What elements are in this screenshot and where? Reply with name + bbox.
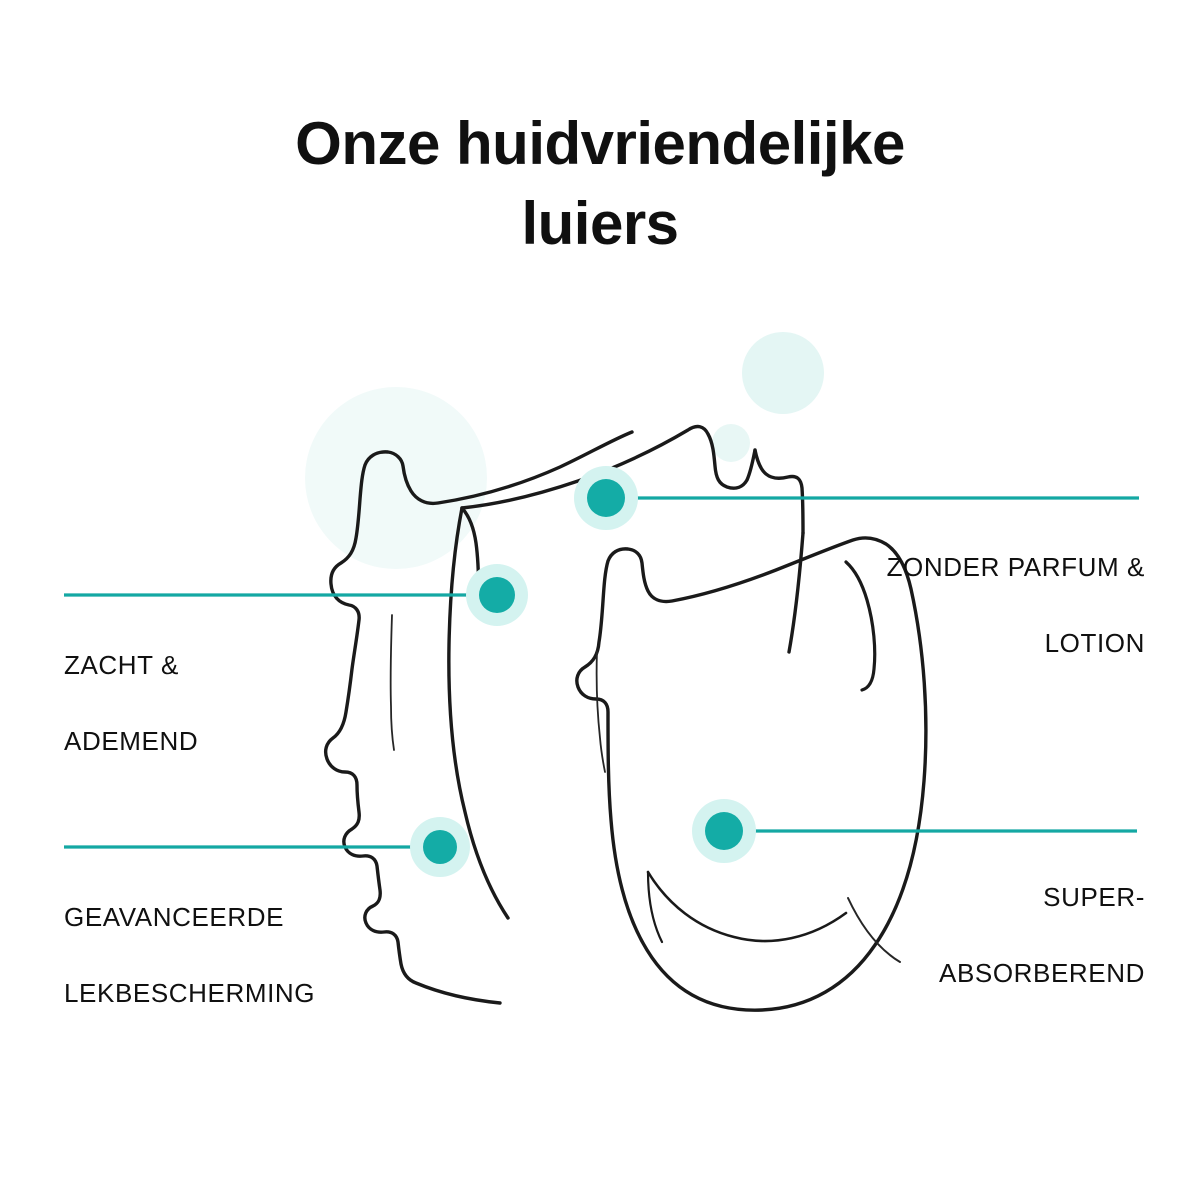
- diaper-back-panel-outline: [323, 430, 634, 1005]
- feature-markers-group: [410, 466, 756, 877]
- marker-dot-icon: [479, 577, 515, 613]
- bubble-small-right-icon: [712, 424, 750, 462]
- diaper-front-seam-left: [646, 870, 848, 943]
- marker-dot-icon: [587, 479, 625, 517]
- marker-geavanceerde-lekbescherming[interactable]: [410, 817, 470, 877]
- diaper-front-seam-center: [646, 870, 664, 944]
- marker-zonder-parfum-lotion[interactable]: [574, 466, 638, 530]
- feature-label-line-1: GEAVANCEERDE: [64, 902, 285, 932]
- diaper-side-tab-flap: [844, 560, 877, 692]
- diaper-middle-side-line: [787, 531, 805, 654]
- bubble-large-left-icon: [305, 387, 487, 569]
- marker-dot-icon: [423, 830, 457, 864]
- diaper-front-fold-line: [595, 650, 606, 773]
- diaper-front-seam-right: [847, 897, 901, 963]
- diaper-middle-waist-step: [753, 448, 805, 535]
- bubble-top-right-icon: [742, 332, 824, 414]
- feature-label-zacht-ademend: ZACHT & ADEMEND: [64, 608, 394, 760]
- marker-super-absorberend[interactable]: [692, 799, 756, 863]
- marker-zacht-ademend[interactable]: [466, 564, 528, 626]
- connector-lines-group: [64, 496, 1139, 849]
- diaper-line-art-group: [323, 424, 928, 1012]
- feature-label-super-absorberend: SUPER- ABSORBEREND: [800, 840, 1145, 992]
- feature-label-line-2: LOTION: [1044, 628, 1145, 658]
- feature-label-line-1: SUPER-: [1043, 882, 1145, 912]
- diaper-back-fold-line: [389, 614, 395, 751]
- diaper-back-inner-contour: [447, 506, 510, 920]
- diaper-middle-panel-outline: [460, 424, 757, 510]
- marker-dot-icon: [705, 812, 743, 850]
- feature-label-line-2: ADEMEND: [64, 726, 199, 756]
- feature-label-line-1: ZONDER PARFUM &: [886, 552, 1145, 582]
- feature-label-line-2: LEKBESCHERMING: [64, 978, 316, 1008]
- feature-label-geavanceerde-lekbescherming: GEAVANCEERDE LEKBESCHERMING: [64, 860, 424, 1012]
- diaper-front-panel-outline: [575, 536, 928, 1012]
- feature-label-line-2: ABSORBEREND: [939, 958, 1145, 988]
- decorative-bubbles-group: [305, 332, 824, 569]
- feature-label-line-1: ZACHT &: [64, 650, 179, 680]
- feature-label-zonder-parfum-lotion: ZONDER PARFUM & LOTION: [845, 510, 1145, 662]
